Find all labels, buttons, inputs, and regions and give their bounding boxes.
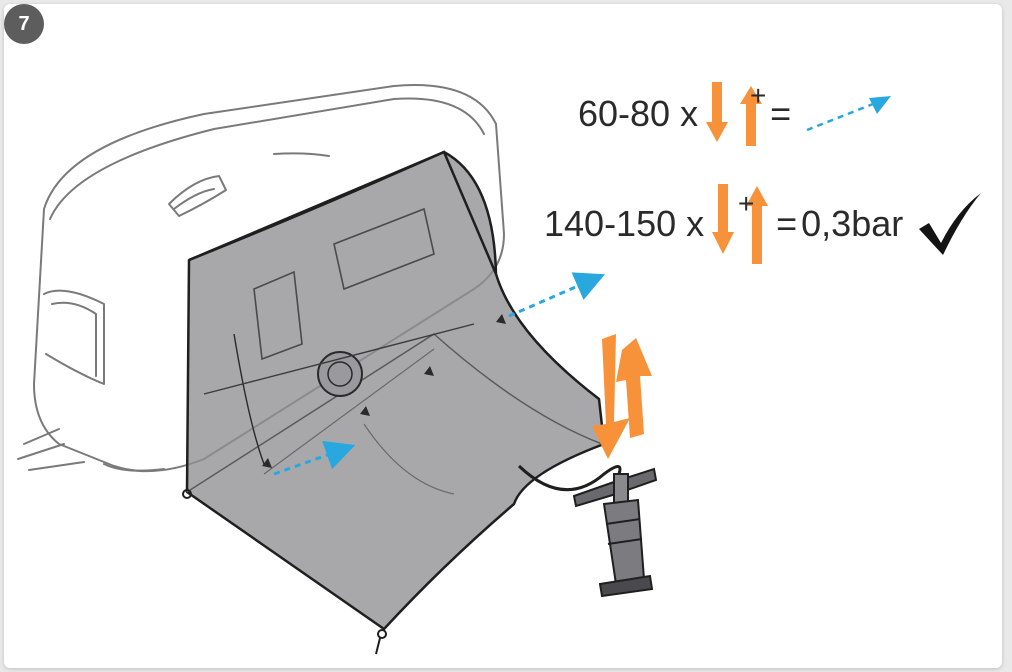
air-flow-arrow-icon	[806, 96, 892, 132]
pump-stroke-arrows-icon	[706, 82, 763, 146]
instruction-row-1: 60-80 x + =	[578, 80, 893, 146]
instruction-panel: 7 60-80 x + = 140-150 x + = 0,3bar	[4, 4, 1002, 668]
awning-illustration	[17, 84, 658, 655]
equals-sign-1: =	[770, 93, 792, 134]
stroke-count-2: 140-150 x	[544, 203, 705, 244]
plus-sign-1: +	[750, 80, 767, 111]
pump-stroke-arrows-icon	[592, 334, 652, 459]
stroke-count-1: 60-80 x	[578, 93, 699, 134]
target-pressure: 0,3bar	[801, 203, 904, 244]
air-flow-arrow-icon	[273, 272, 606, 476]
checkmark-icon	[919, 193, 982, 255]
equals-sign-2: =	[776, 203, 798, 244]
plus-sign-2: +	[738, 188, 755, 219]
step-number-badge: 7	[4, 4, 44, 44]
air-pump-icon	[572, 467, 658, 598]
step-number: 7	[18, 12, 30, 35]
pump-stroke-arrows-icon	[712, 184, 769, 264]
awning-icon	[182, 150, 606, 655]
instruction-row-2: 140-150 x + = 0,3bar	[544, 184, 983, 264]
